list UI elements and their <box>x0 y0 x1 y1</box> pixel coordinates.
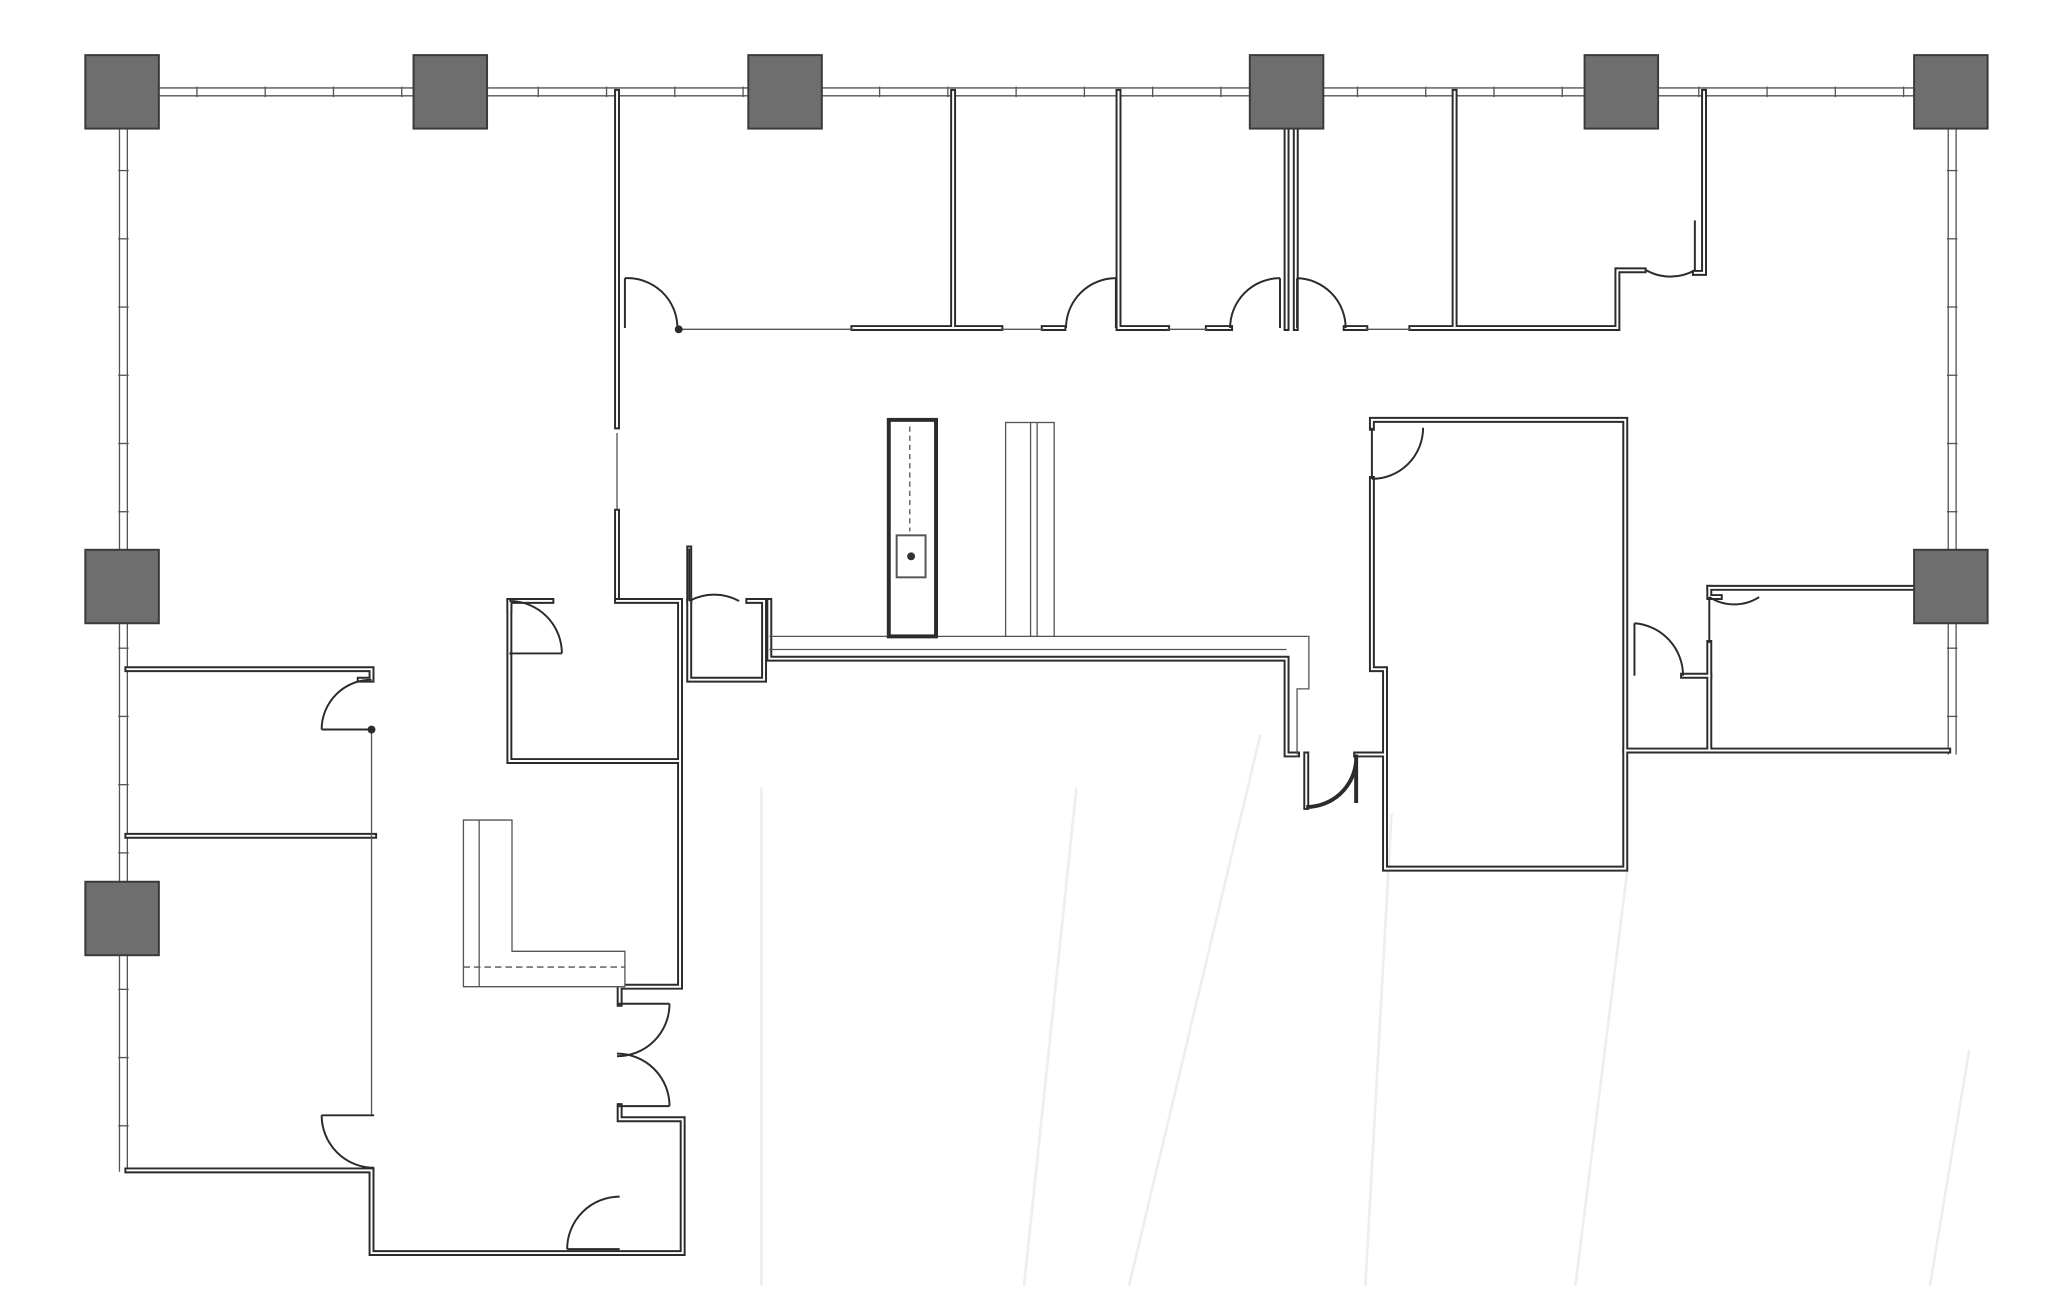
door-swing-icon <box>1645 220 1696 278</box>
door-swing-icon <box>1229 277 1281 329</box>
door-swing-icon <box>1708 596 1760 643</box>
structural-columns <box>84 54 1989 957</box>
door-swing-icon <box>320 678 372 731</box>
door-swing-icon <box>1296 277 1347 329</box>
column-icon <box>747 54 823 130</box>
column-icon <box>412 54 489 130</box>
glass-partitions <box>370 328 1412 1116</box>
door-swing-icon <box>1306 754 1359 809</box>
column-icon <box>1913 54 1989 130</box>
column-icon <box>84 548 160 625</box>
door-swing-icon <box>1633 622 1685 676</box>
reception-desk <box>462 819 626 988</box>
door-swing-icon <box>1065 277 1117 329</box>
column-icon <box>84 54 160 130</box>
door-swing-icon <box>623 277 679 329</box>
walls-inner-line <box>126 90 1950 1255</box>
column-icon <box>1583 54 1660 130</box>
door-swing-icon <box>509 599 563 655</box>
door-swing-icon <box>617 1002 671 1058</box>
column-icon <box>1913 548 1989 625</box>
kitchen-counter <box>886 417 939 639</box>
hinge-dot <box>367 725 376 734</box>
hinge-dot <box>674 325 683 334</box>
built-in-shelving <box>1004 421 1055 638</box>
ghost-lines <box>760 734 1971 1287</box>
door-swing-icon <box>1370 427 1425 480</box>
column-icon <box>84 880 160 957</box>
door-swing-icon <box>566 1195 620 1251</box>
walls <box>124 88 1952 1257</box>
corridor-edge <box>769 635 1310 755</box>
door-swing-icon <box>320 1114 375 1169</box>
doors <box>320 220 1760 1251</box>
door-swing-icon <box>617 1052 671 1108</box>
door-swing-icon <box>688 548 740 602</box>
column-icon <box>1248 54 1325 130</box>
